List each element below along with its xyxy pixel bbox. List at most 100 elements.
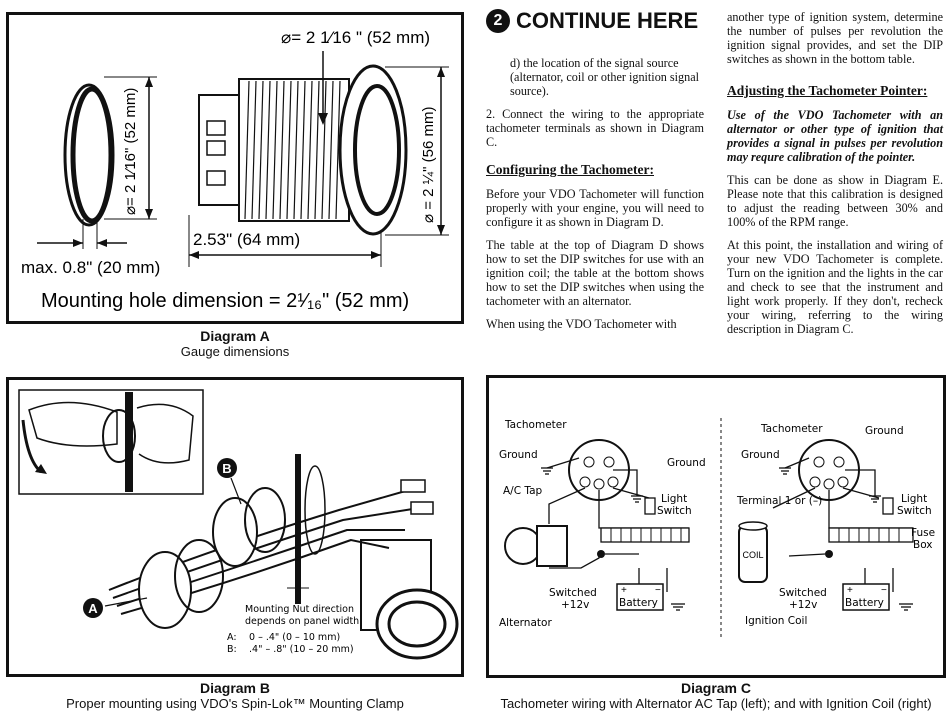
label-a-badge bbox=[83, 598, 103, 618]
diagram-b-subtitle: Proper mounting using VDO's Spin-Lok™ Mo… bbox=[66, 696, 404, 711]
terminal-icon bbox=[813, 456, 825, 468]
paragraph-config-2: The table at the top of Diagram D shows … bbox=[486, 238, 704, 308]
text-column-2: another type of ignition system, determi… bbox=[727, 10, 943, 345]
label-ground: Ground bbox=[865, 425, 904, 437]
battery-minus: − bbox=[655, 585, 661, 596]
label-light: Light bbox=[901, 493, 927, 505]
clamp-a-front bbox=[138, 551, 192, 629]
paragraph-config-1: Before your VDO Tachometer will function… bbox=[486, 187, 704, 229]
wiring-drawing: + − Tachometer Ground Ground A/C Tap Lig… bbox=[499, 418, 935, 640]
label-12v: +12v bbox=[789, 599, 817, 611]
arrow-icon bbox=[437, 225, 445, 235]
paragraph-calibration: This can be done as show in Diagram E. P… bbox=[727, 173, 943, 229]
label-ground: Ground bbox=[667, 457, 706, 469]
ground-icon bbox=[779, 467, 791, 475]
ignition-switch-icon bbox=[597, 550, 605, 558]
arrow-icon bbox=[97, 239, 107, 247]
hand-icon bbox=[136, 403, 194, 464]
mounting-hole-label: Mounting hole dimension = 2¹⁄₁₆" (52 mm) bbox=[41, 290, 409, 312]
thread-lines bbox=[244, 80, 341, 220]
coil-top bbox=[738, 521, 768, 531]
label-ac-tap: A/C Tap bbox=[503, 485, 542, 497]
terminal-icon bbox=[833, 456, 845, 468]
label-ground: Ground bbox=[741, 449, 780, 461]
connector-icon bbox=[410, 501, 434, 515]
arrow-icon bbox=[437, 67, 445, 77]
clamp-ring bbox=[102, 409, 136, 463]
left-wiring: + − Tachometer Ground Ground A/C Tap Lig… bbox=[499, 419, 706, 629]
inset-panel bbox=[125, 392, 133, 492]
fuse-box-icon bbox=[600, 527, 690, 543]
paragraph-continued: another type of ignition system, determi… bbox=[727, 10, 943, 66]
terminal-icon bbox=[809, 476, 821, 488]
gauge-lens bbox=[387, 600, 447, 648]
ground-icon bbox=[899, 603, 913, 611]
arrow-icon bbox=[371, 251, 381, 259]
alternator-icon bbox=[504, 527, 542, 565]
label-tachometer: Tachometer bbox=[760, 423, 823, 435]
clamp-b-back bbox=[244, 487, 286, 553]
label-a-leader bbox=[104, 597, 148, 607]
label-switched: Switched bbox=[549, 587, 597, 599]
diagram-b-title: Diagram B bbox=[199, 680, 271, 696]
gauge-back-housing bbox=[198, 94, 240, 206]
label-tachometer: Tachometer bbox=[504, 419, 567, 431]
label-terminal: Terminal 1 or (–) bbox=[736, 495, 822, 507]
dim-right-label: ⌀ = 2 ¼" (56 mm) bbox=[420, 107, 437, 223]
diagram-b-frame: A B Mounting Nut direction depends on pa… bbox=[6, 377, 464, 677]
panel-hole bbox=[304, 465, 326, 555]
ignition-switch-icon bbox=[825, 550, 833, 558]
label-12v: +12v bbox=[561, 599, 589, 611]
terminal-icon bbox=[603, 456, 615, 468]
terminal-icon bbox=[607, 476, 619, 488]
arrow-icon bbox=[145, 77, 153, 87]
label-switch: Switch bbox=[657, 505, 692, 517]
dim-length-label: 2.53" (64 mm) bbox=[193, 230, 300, 249]
diagram-c-frame: + − Tachometer Ground Ground A/C Tap Lig… bbox=[486, 375, 946, 678]
arrow-icon bbox=[73, 239, 83, 247]
continue-title: CONTINUE HERE bbox=[516, 8, 699, 33]
terminal-icon bbox=[579, 476, 591, 488]
fuse-ticks bbox=[610, 528, 682, 542]
fuse-box-icon bbox=[828, 527, 914, 543]
battery-minus: − bbox=[881, 585, 887, 596]
label-battery: Battery bbox=[845, 597, 884, 609]
paragraph-step-2: 2. Connect the wiring to the appropriate… bbox=[486, 107, 704, 149]
dim-top-label: ⌀= 2 1⁄16 " (52 mm) bbox=[281, 28, 430, 47]
continue-header: 2 CONTINUE HERE bbox=[486, 8, 698, 34]
battery-icon bbox=[842, 583, 890, 611]
battery-icon bbox=[616, 583, 664, 611]
terminal-icon bbox=[583, 456, 595, 468]
terminal-icon bbox=[206, 120, 226, 136]
label-box: Box bbox=[913, 539, 933, 551]
dim-max-label: max. 0.8" (20 mm) bbox=[21, 258, 160, 277]
label-b-badge bbox=[217, 458, 237, 478]
connector-icon bbox=[400, 479, 426, 493]
diagram-b-caption: Diagram B Proper mounting using VDO's Sp… bbox=[6, 680, 464, 712]
label-fuse: Fuse bbox=[911, 527, 935, 539]
ground-icon bbox=[869, 495, 881, 503]
alternator-body bbox=[536, 525, 568, 567]
inset-frame bbox=[18, 389, 204, 495]
diagram-c-title: Diagram C bbox=[680, 680, 752, 696]
arrow-icon bbox=[35, 464, 47, 474]
label-battery: Battery bbox=[619, 597, 658, 609]
nut-note-line1: Mounting Nut direction bbox=[245, 604, 354, 615]
battery-plus: + bbox=[847, 585, 853, 596]
step-number-badge: 2 bbox=[486, 9, 510, 33]
hand-icon bbox=[28, 401, 118, 447]
dim-left-label: ⌀= 2 1⁄16" (52 mm) bbox=[122, 88, 139, 215]
right-wiring: COIL + − Tachometer Ground Ground Termin… bbox=[736, 423, 935, 627]
diagram-c-subtitle: Tachometer wiring with Alternator AC Tap… bbox=[500, 696, 932, 711]
ground-icon bbox=[631, 495, 643, 503]
label-b-text: B bbox=[222, 461, 231, 476]
diagram-c-caption: Diagram C Tachometer wiring with Alterna… bbox=[486, 680, 946, 712]
row-a-value: 0 – .4" (0 – 10 mm) bbox=[249, 632, 340, 643]
label-switch: Switch bbox=[897, 505, 932, 517]
paragraph-config-3: When using the VDO Tachometer with bbox=[486, 317, 677, 331]
diagram-a-frame: ⌀= 2 1⁄16 " (52 mm) ⌀= 2 1⁄16" (52 mm) ⌀… bbox=[6, 12, 464, 324]
terminal-icon bbox=[823, 478, 835, 490]
fuse-ticks bbox=[838, 528, 900, 542]
heading-configuring: Configuring the Tachometer: bbox=[486, 162, 654, 177]
arrow-icon bbox=[189, 251, 199, 259]
